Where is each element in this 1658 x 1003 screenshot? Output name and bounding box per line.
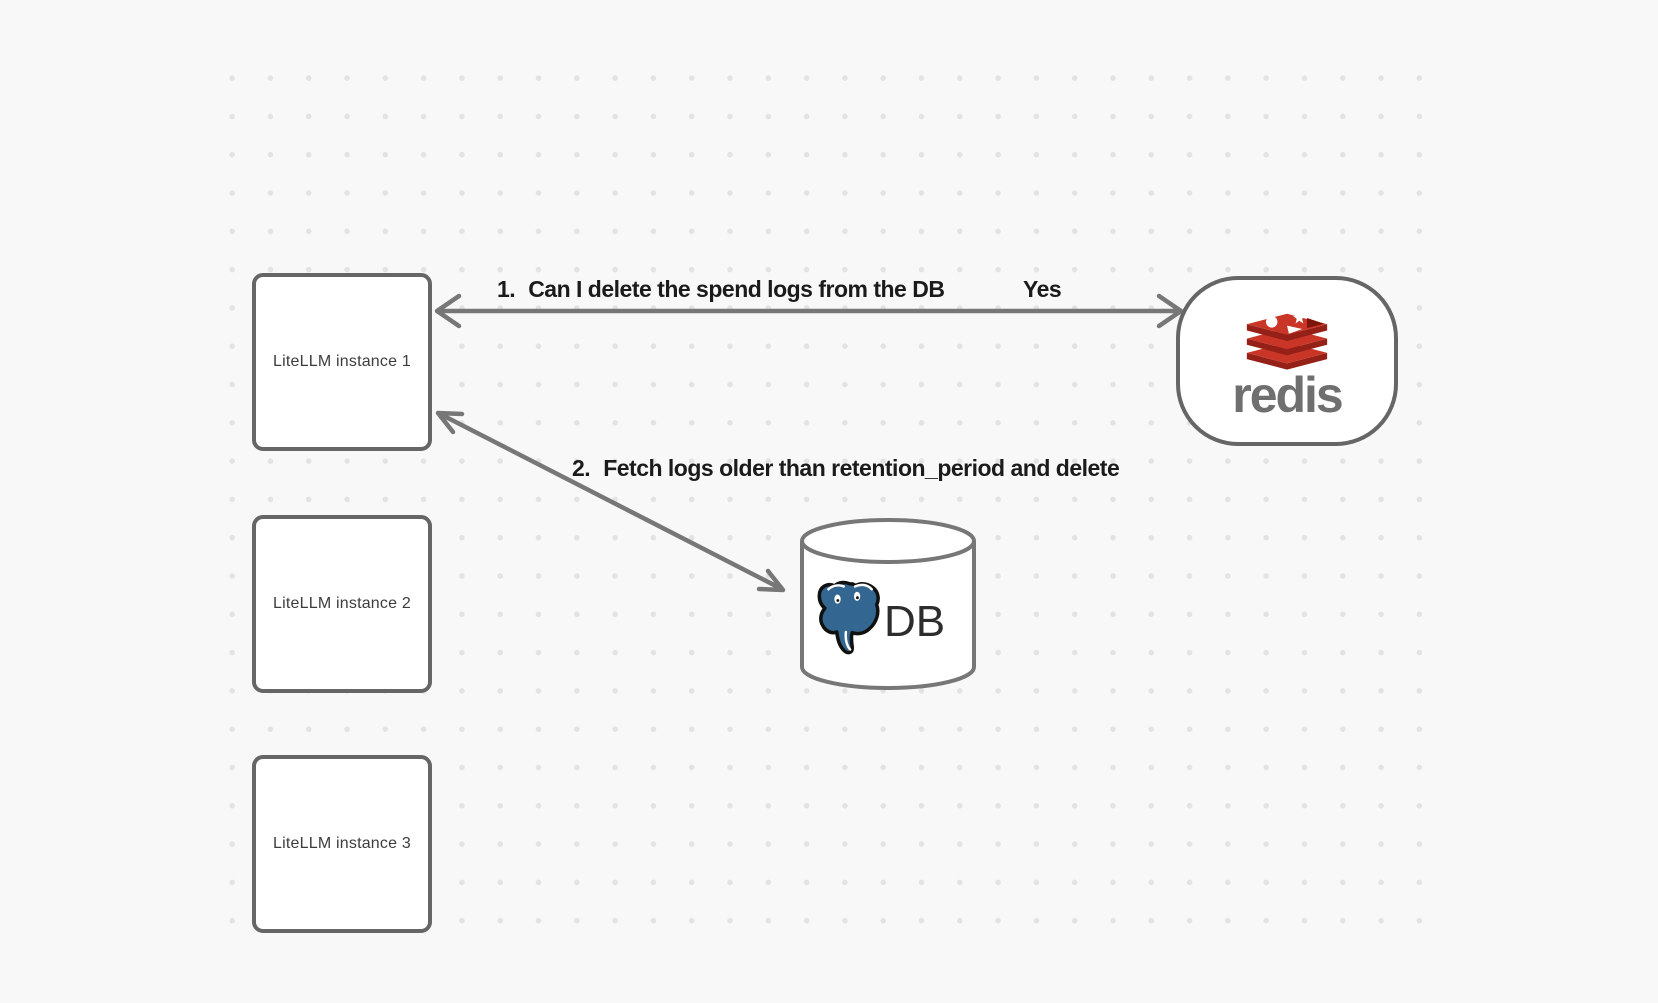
postgresql-elephant-icon: [817, 580, 880, 655]
edge-1-label[interactable]: 1. Can I delete the spend logs from the D…: [497, 276, 945, 304]
node-litellm-instance-1[interactable]: LiteLLM instance 1: [252, 273, 432, 451]
arrow-2-shaft[interactable]: [441, 413, 779, 589]
edge-2-text: Fetch logs older than retention_period a…: [603, 455, 1120, 481]
edge-1-response-label[interactable]: Yes: [1023, 276, 1062, 302]
arrow-fetch-logs[interactable]: [435, 410, 786, 593]
arrow-2-lower-head: [756, 568, 786, 593]
edge-2-label[interactable]: 2. Fetch logs older than retention_period…: [572, 455, 1120, 483]
node-label: LiteLLM instance 2: [273, 595, 411, 612]
node-litellm-instance-2[interactable]: LiteLLM instance 2: [252, 515, 432, 693]
node-litellm-instance-3[interactable]: LiteLLM instance 3: [252, 755, 432, 933]
redis-wordmark: redis: [1232, 367, 1344, 423]
edge-2-number: 2.: [572, 455, 591, 481]
node-label: LiteLLM instance 3: [273, 835, 411, 852]
arrow-1-left-head: [434, 293, 462, 329]
arrow-2-upper-head: [435, 410, 465, 435]
node-redis[interactable]: redis: [1176, 276, 1398, 446]
node-database[interactable]: DB: [798, 516, 978, 692]
node-label: LiteLLM instance 1: [273, 353, 411, 370]
edge-1-number: 1.: [497, 276, 516, 302]
redis-logo-icon: [1246, 311, 1328, 370]
db-label: DB: [884, 597, 946, 646]
edge-1-text: Can I delete the spend logs from the DB: [528, 276, 945, 302]
